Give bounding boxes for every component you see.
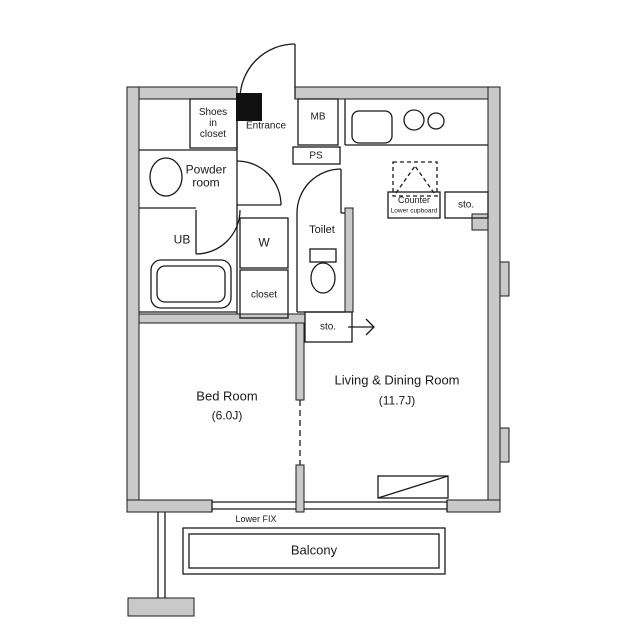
- label-living-size: (11.7J): [378, 393, 416, 408]
- wall-left: [126, 86, 140, 513]
- bathroom-door-arc: [195, 209, 241, 255]
- wall-top-left: [126, 86, 238, 100]
- refrigerator-space-icon: [392, 161, 438, 197]
- bathtub-icon: [150, 259, 232, 309]
- washer-box: [239, 217, 289, 269]
- wall-room-divider-top: [295, 322, 305, 401]
- label-shoes-closet: Shoes in closet: [198, 107, 228, 141]
- label-balcony: Balcony: [290, 542, 338, 558]
- wall-bottom-right: [446, 499, 501, 513]
- closet-box: [239, 269, 289, 319]
- label-entrance: Entrance: [245, 120, 287, 132]
- label-mb: MB: [310, 111, 326, 123]
- window-balcony-doors: [304, 500, 448, 512]
- label-closet: closet: [250, 289, 278, 301]
- kitchen-sink-icon: [351, 110, 393, 144]
- pipe-space-box: [292, 146, 341, 165]
- balcony-rail-outer: [182, 527, 446, 575]
- toilet-door-arc: [296, 168, 342, 214]
- entrance-door-block: [236, 93, 262, 121]
- storage-kitchen-box: [444, 191, 489, 219]
- label-sto-kitchen: sto.: [457, 199, 475, 211]
- label-bedroom-name: Bed Room: [196, 388, 258, 404]
- toilet-bowl-icon: [310, 262, 336, 294]
- label-powder-room: Powder room: [185, 162, 227, 190]
- label-toilet: Toilet: [309, 223, 335, 236]
- window-lower-fix: [211, 500, 296, 512]
- label-lower-fix: Lower FIX: [235, 513, 277, 524]
- wall-room-divider-bottom: [295, 464, 305, 513]
- label-lower-cupboard: Lower cupboard: [390, 207, 438, 215]
- wall-bottom-left: [126, 499, 213, 513]
- partitions-and-fixtures: [139, 43, 489, 598]
- ldk-corner-diagonal: [377, 475, 449, 499]
- ldk-corner-counter: [377, 475, 449, 499]
- label-ps: PS: [309, 150, 323, 162]
- label-washer: W: [258, 235, 270, 250]
- exterior-block-bottom-left: [127, 597, 195, 617]
- label-living-name: Living & Dining Room: [334, 372, 460, 388]
- pillar-right-upper: [499, 261, 510, 297]
- entrance-door-arc: [239, 43, 296, 100]
- wall-top-right: [294, 86, 501, 100]
- walls: [126, 86, 510, 617]
- wall-toilet-right: [344, 207, 354, 313]
- washbasin-icon: [149, 157, 183, 197]
- wall-stub-ldk: [471, 213, 489, 231]
- powder-room-door-arc: [236, 160, 282, 206]
- kitchen-counter-box: [387, 191, 441, 219]
- label-ub: UB: [173, 232, 191, 247]
- label-sto-hall: sto.: [319, 321, 337, 333]
- label-counter: Counter: [397, 194, 431, 205]
- stove-burner-icon-2: [427, 112, 445, 130]
- pillar-right-lower: [499, 427, 510, 463]
- toilet-tank-icon: [309, 248, 337, 263]
- bathtub-inner: [156, 265, 226, 303]
- meter-box: [297, 98, 339, 146]
- balcony-rail-inner: [188, 533, 440, 569]
- label-bedroom-size: (6.0J): [211, 408, 243, 423]
- wall-right: [487, 86, 501, 513]
- stove-burner-icon-1: [403, 109, 425, 131]
- balcony-left-connector: [157, 512, 166, 598]
- arrow-icon: [348, 318, 375, 336]
